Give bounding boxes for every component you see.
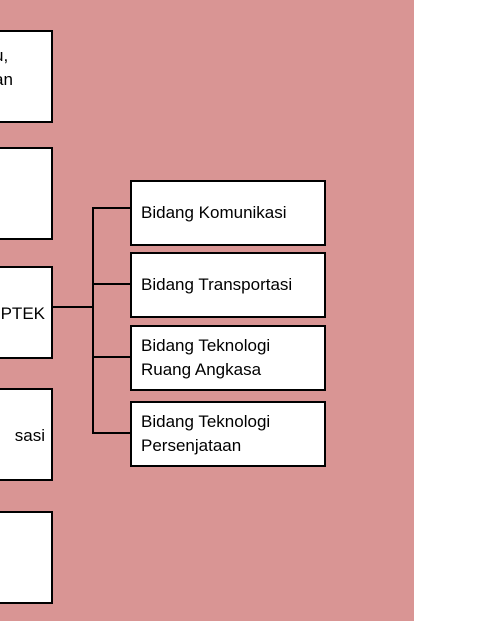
sub-field-transportasi: Bidang Transportasi — [130, 252, 326, 318]
left-box-5 — [0, 511, 53, 604]
sub-field-komunikasi-label: Bidang Komunikasi — [141, 203, 287, 222]
left-box-3: PTEK — [0, 266, 53, 359]
sub-field-ruang-angkasa: Bidang Teknologi Ruang Angkasa — [130, 325, 326, 391]
sub-field-persenjataan: Bidang Teknologi Persenjataan — [130, 401, 326, 467]
left-box-3-label: PTEK — [0, 304, 45, 323]
left-box-1-label: u, an — [0, 46, 13, 89]
sub-field-transportasi-label: Bidang Transportasi — [141, 275, 293, 294]
sub-field-komunikasi: Bidang Komunikasi — [130, 180, 326, 246]
left-box-4: sasi — [0, 388, 53, 481]
left-box-1: u, an — [0, 30, 53, 123]
left-box-2 — [0, 147, 53, 240]
sub-field-persenjataan-label: Bidang Teknologi Persenjataan — [141, 412, 271, 455]
sub-field-ruang-angkasa-label: Bidang Teknologi Ruang Angkasa — [141, 336, 271, 379]
left-box-4-label: sasi — [14, 426, 45, 445]
